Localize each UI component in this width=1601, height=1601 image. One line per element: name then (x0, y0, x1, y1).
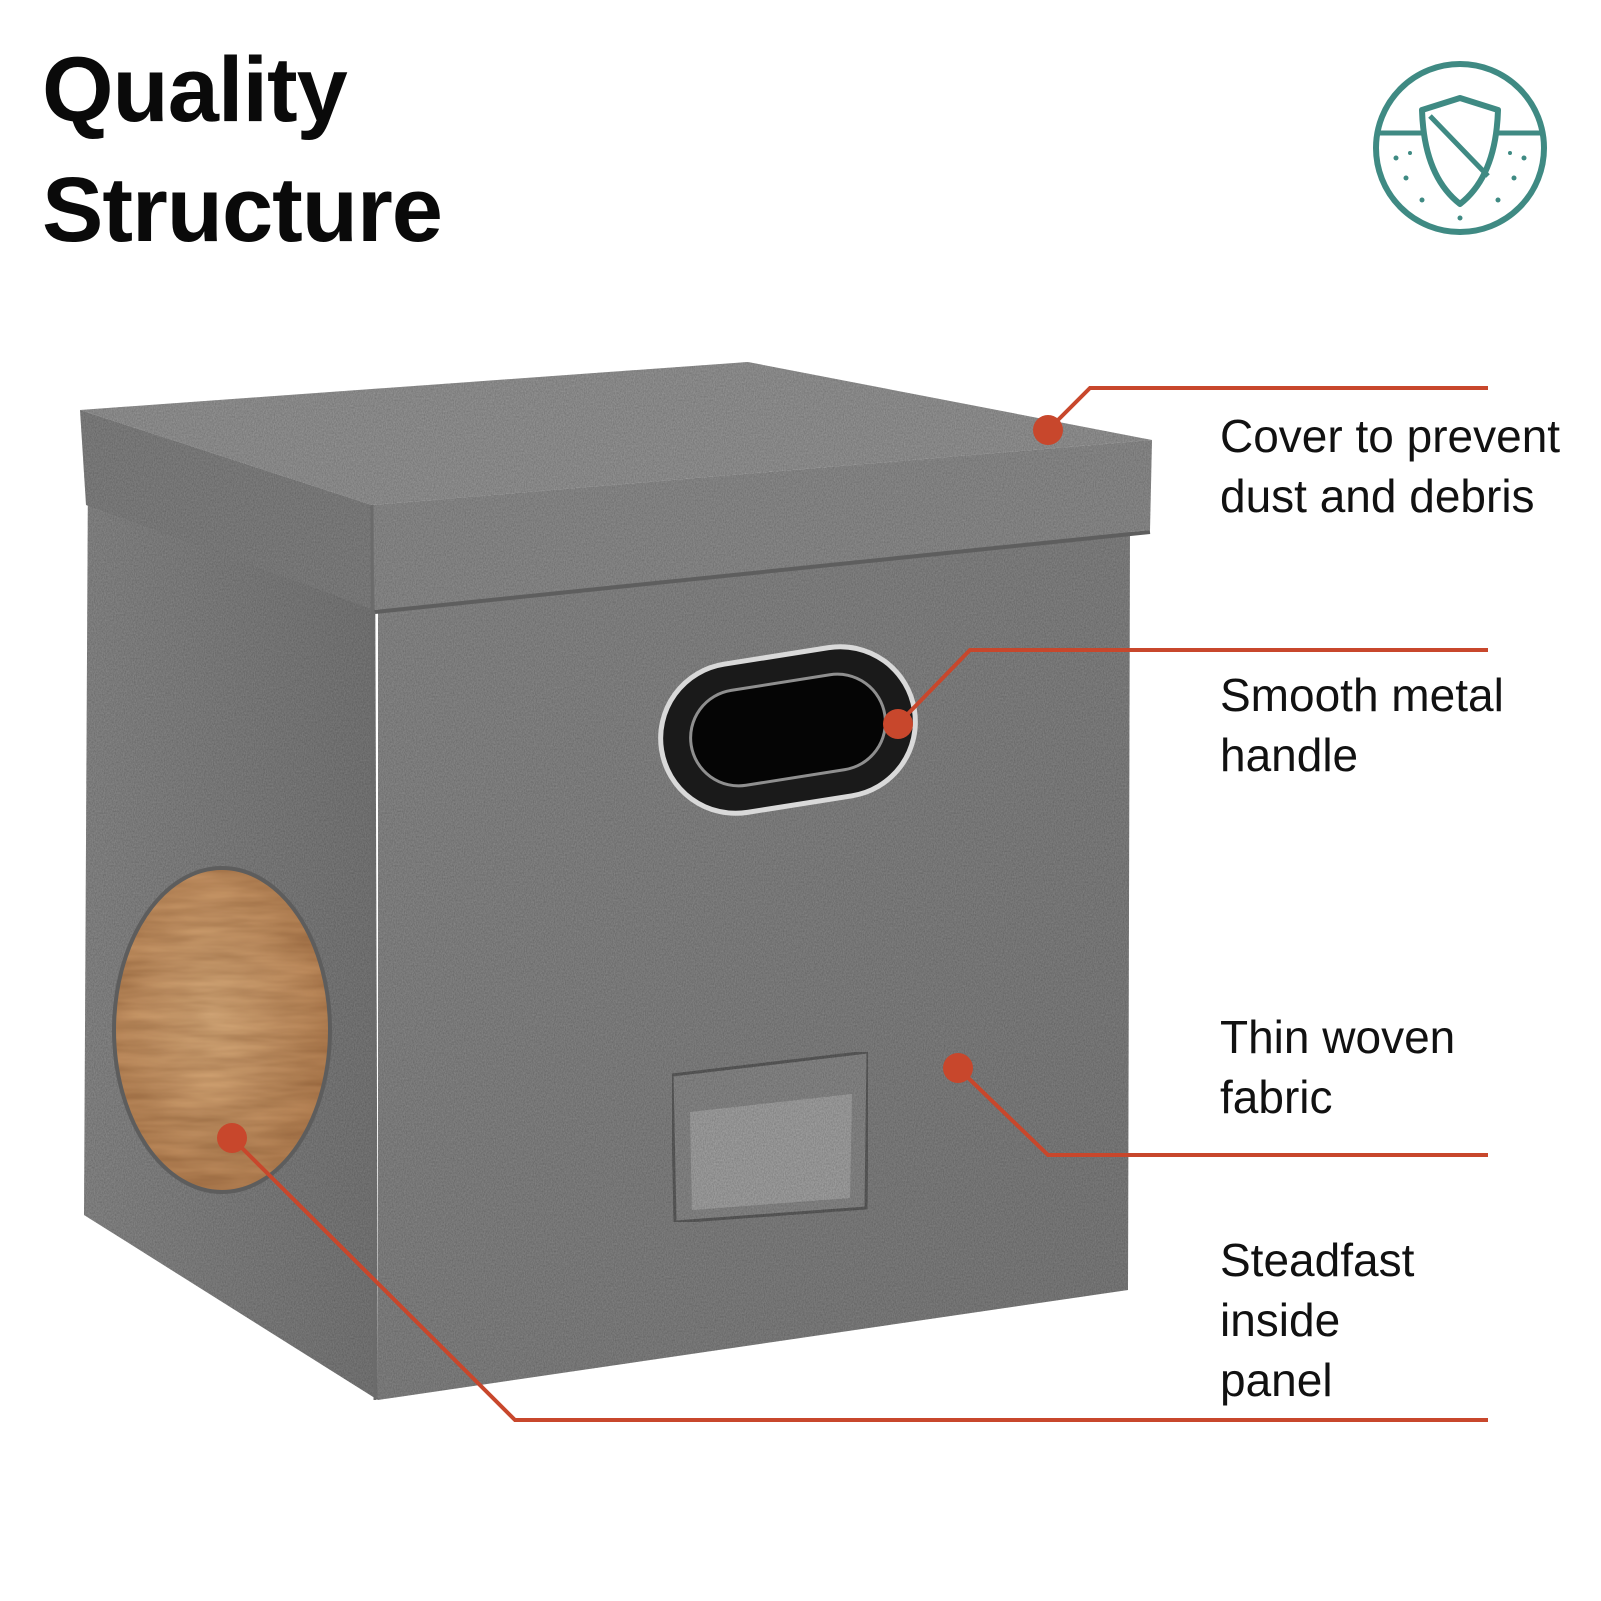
callout-dot-lid (1033, 415, 1063, 445)
callout-line-panel (230, 1136, 1488, 1422)
callout-dot-fabric (943, 1053, 973, 1083)
box-lid-left (80, 410, 375, 610)
wood-inside-panel (114, 868, 330, 1192)
box-lid-front (372, 440, 1152, 610)
callout-dot-handle (883, 709, 913, 739)
label-pocket (670, 1050, 870, 1224)
box-front-side (378, 520, 1130, 1400)
page-title: Quality Structure (42, 39, 443, 261)
box-lid-top (80, 362, 1152, 505)
callout-dot-panel (217, 1123, 247, 1153)
callout-label-fabric: Thin woven fabric (1220, 1011, 1456, 1123)
callout-line-lid (1046, 386, 1488, 432)
callout-line-fabric (956, 1066, 1488, 1157)
callout-label-handle: Smooth metal handle (1220, 669, 1504, 781)
shield-badge-icon (1373, 61, 1547, 235)
callout-label-panel: Steadfast inside panel (1220, 1234, 1415, 1406)
callout-line-handle (896, 648, 1488, 726)
callout-label-lid: Cover to prevent dust and debris (1220, 410, 1561, 522)
